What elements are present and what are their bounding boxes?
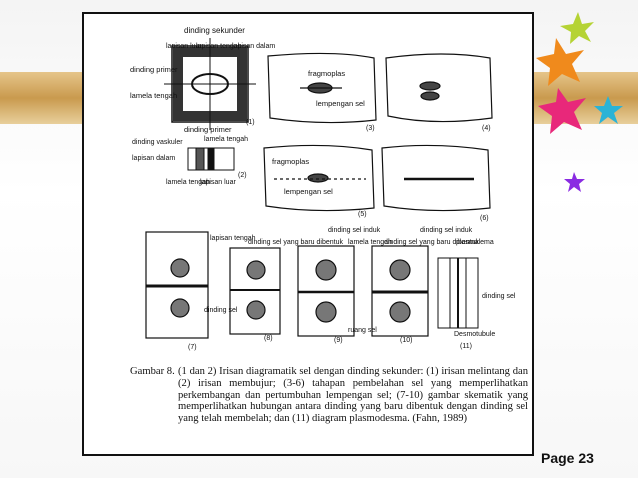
diagram-6 [381, 144, 491, 212]
star-icon [560, 12, 594, 44]
label-lempengan-sel: lempengan sel [316, 99, 365, 108]
star-icon [564, 172, 585, 192]
label-n9: (9) [334, 337, 343, 344]
figure-caption: Gambar 8. (1 dan 2) Irisan diagramatik s… [130, 366, 528, 425]
label-dinding-sel-induk-a: dinding sel induk [328, 227, 381, 234]
star-icon [538, 88, 586, 134]
label-n6: (6) [480, 215, 489, 222]
label-fragmoplas: fragmoplas [308, 69, 345, 78]
label-fragmoplas-b: fragmoplas [272, 157, 309, 166]
label-dinding-sel: dinding sel [204, 307, 238, 314]
label-dinding-primer-b: dinding primer [184, 125, 232, 134]
label-n7: (7) [188, 344, 197, 351]
page-number: Page 23 [541, 450, 594, 466]
label-n1: (1) [246, 119, 255, 126]
label-n10: (10) [400, 337, 412, 344]
diagram-7 [145, 231, 209, 339]
diagram-11 [437, 257, 479, 329]
label-n4: (4) [482, 125, 491, 132]
label-lapisan-luar: lapisan luar [166, 43, 202, 50]
label-n5: (5) [358, 211, 367, 218]
diagram-4 [385, 53, 493, 123]
label-plasmalema: plasmalema [456, 239, 494, 246]
diagram-9 [297, 245, 355, 337]
label-lamela-tengah-b: lamela tengah [204, 136, 248, 143]
label-lapisan-dalam-b: lapisan dalam [132, 155, 175, 162]
label-ruang-sel: ruang sel [348, 327, 377, 334]
label-lamela-tengah-c: lamela tengah [166, 179, 210, 186]
star-icon [536, 38, 584, 86]
label-lempengan-sel-b: lempengan sel [284, 187, 333, 196]
label-n3: (3) [366, 125, 375, 132]
diagram-5 [263, 144, 375, 212]
label-dinding-sel-b: dinding sel [482, 293, 516, 300]
label-lamela-tengah-d: lamela tengah [348, 239, 392, 246]
label-n8: (8) [264, 335, 273, 342]
label-dinding-sel-baru-b: dinding sel yang baru dibentuk [384, 239, 479, 246]
caption-text: (1 dan 2) Irisan diagramatik sel dengan … [178, 366, 528, 425]
caption-label: Gambar 8. [130, 366, 175, 377]
diagram-2 [187, 147, 235, 171]
star-icon [594, 96, 623, 124]
label-dinding-sekunder: dinding sekunder [184, 26, 245, 35]
label-lapisan-luar-b: lapisan luar [200, 179, 236, 186]
label-lapisan-dalam: lapisan dalam [232, 43, 275, 50]
label-n2: (2) [238, 172, 247, 179]
figure-drawing: dinding sekunder lapisan luar lapisan te… [130, 26, 516, 351]
figure-frame: dinding sekunder lapisan luar lapisan te… [82, 12, 534, 456]
label-dinding-primer: dinding primer [130, 65, 178, 74]
label-lapisan-tengah: lapisan tengah [196, 43, 242, 50]
diagram-10 [371, 245, 429, 337]
label-lamela-tengah-7: lapisan tengah [210, 235, 256, 242]
label-dinding-vaskuler: dinding vaskuler [132, 139, 183, 146]
label-desmotubule: Desmotubule [454, 331, 495, 338]
diagram-3 [267, 52, 377, 124]
diagram-1 [164, 38, 256, 130]
diagram-8 [229, 247, 281, 335]
label-n11: (11) [460, 343, 472, 350]
label-dinding-sel-baru: dinding sel yang baru dibentuk [248, 239, 343, 246]
label-dinding-sel-induk-b: dinding sel induk [420, 227, 473, 234]
label-lamela-tengah: lamela tengah [130, 91, 177, 100]
flower-decoration [536, 12, 623, 192]
